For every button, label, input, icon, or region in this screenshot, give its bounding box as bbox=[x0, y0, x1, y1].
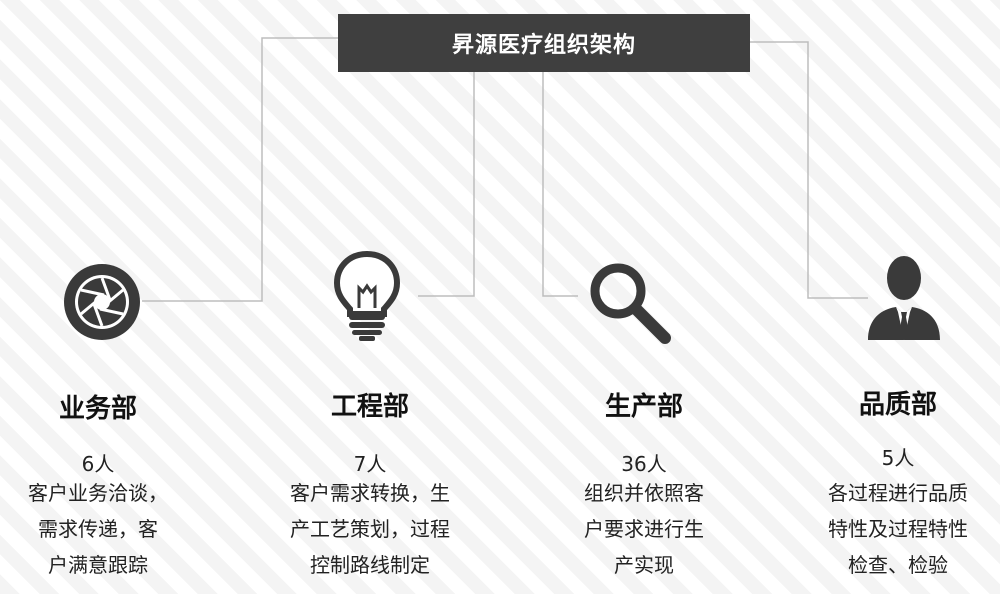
description-line: 组织并依照客 bbox=[584, 481, 704, 505]
description-line: 各过程进行品质 bbox=[828, 481, 968, 505]
description-line: 产工艺策划，过程 bbox=[290, 517, 450, 541]
camera-aperture-icon bbox=[64, 264, 140, 340]
description-line: 控制路线制定 bbox=[310, 553, 430, 577]
department-description: 客户需求转换，生 产工艺策划，过程 控制路线制定 bbox=[260, 475, 480, 583]
headcount: 6人 bbox=[81, 452, 115, 476]
department-description: 各过程进行品质 特性及过程特性 检查、检验 bbox=[788, 475, 1000, 583]
description-line: 产实现 bbox=[614, 553, 674, 577]
department-name: 业务部 bbox=[58, 394, 137, 424]
headcount: 36人 bbox=[621, 452, 667, 476]
department-name: 生产部 bbox=[604, 392, 683, 422]
headcount: 7人 bbox=[353, 452, 387, 476]
magnifier-icon bbox=[590, 263, 671, 344]
description-line: 户要求进行生 bbox=[584, 517, 704, 541]
description-line: 特性及过程特性 bbox=[828, 517, 968, 541]
businessman-icon bbox=[868, 256, 940, 340]
connector-sales bbox=[142, 37, 338, 302]
description-line: 客户需求转换，生 bbox=[290, 481, 450, 505]
description-line: 检查、检验 bbox=[848, 553, 948, 577]
description-line: 户满意跟踪 bbox=[48, 553, 148, 577]
department-description: 客户业务洽谈， 需求传递，客 户满意跟踪 bbox=[0, 475, 208, 583]
headcount: 5人 bbox=[881, 446, 915, 470]
description-line: 客户业务洽谈， bbox=[28, 481, 168, 505]
connector-quality bbox=[750, 41, 868, 299]
connector-production bbox=[542, 72, 578, 297]
department-description: 组织并依照客 户要求进行生 产实现 bbox=[534, 475, 754, 583]
department-name: 工程部 bbox=[330, 392, 409, 422]
description-line: 需求传递，客 bbox=[38, 517, 158, 541]
lightbulb-icon bbox=[333, 250, 401, 341]
org-chart-title: 昇源医疗组织架构 bbox=[338, 14, 750, 72]
connector-engineering bbox=[418, 72, 475, 297]
department-name: 品质部 bbox=[858, 390, 937, 420]
